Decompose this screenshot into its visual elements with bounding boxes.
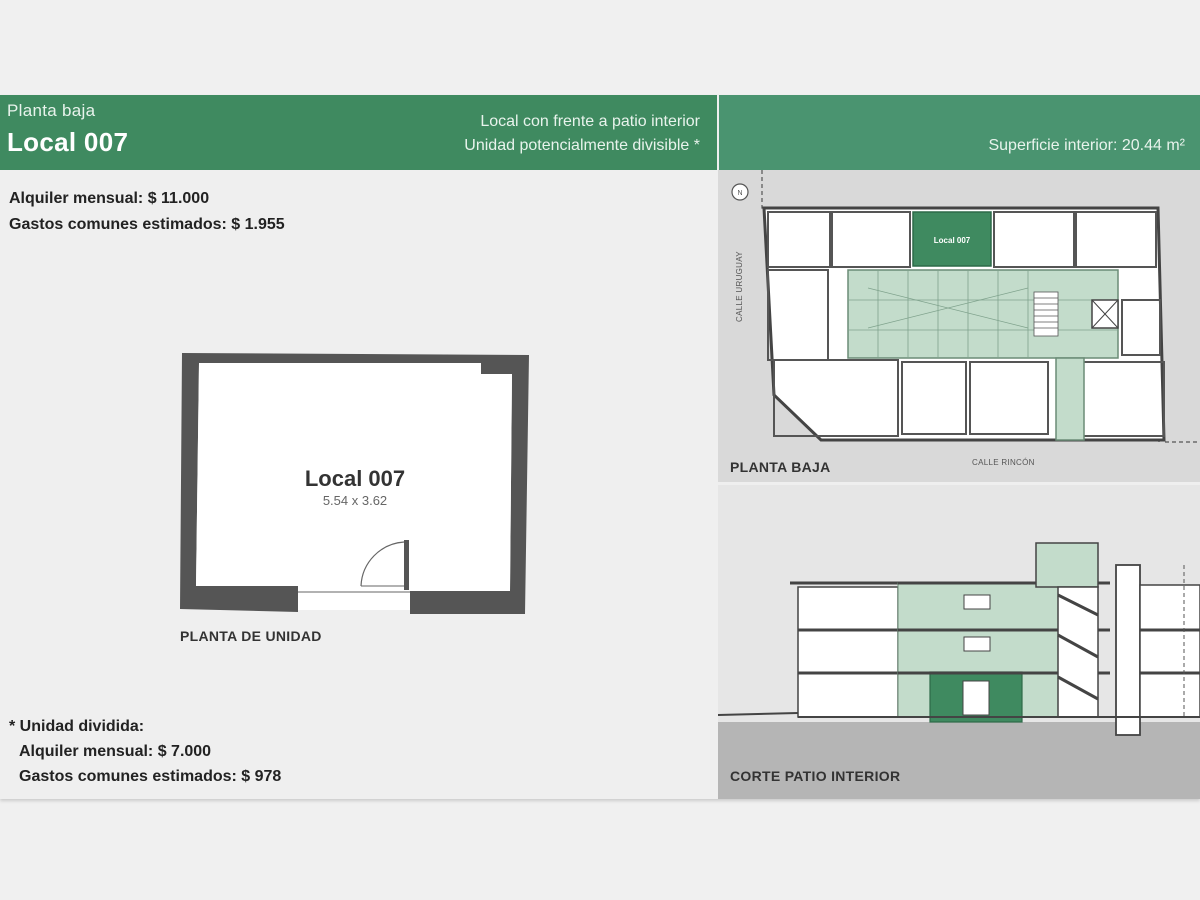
unit-description-2: Unidad potencialmente divisible * <box>464 137 700 154</box>
street-west-label: CALLE URUGUAY <box>734 251 744 322</box>
unit-floor <box>196 363 512 610</box>
header-main: Planta baja Local 007 Local con frente a… <box>0 95 717 170</box>
unit-plan-drawing: Local 007 5.54 x 3.62 <box>180 353 529 614</box>
ground-floor-plan: Local 007 <box>731 170 1200 443</box>
floor-plan-panel: Local 007 <box>718 170 1200 482</box>
unit-plan-dimensions: 5.54 x 3.62 <box>323 493 387 508</box>
wall-outline <box>180 353 529 614</box>
north-icon <box>731 183 749 201</box>
svg-text:N: N <box>737 190 742 197</box>
divided-monthly-rent: Alquiler mensual: $ 7.000 <box>19 743 212 760</box>
unit-description-1: Local con frente a patio interior <box>480 113 700 130</box>
section-panel: CORTE PATIO INTERIOR <box>717 485 1200 799</box>
monthly-rent: Alquiler mensual: $ 11.000 <box>9 190 210 207</box>
interior-surface: Superficie interior: 20.44 m² <box>988 137 1185 154</box>
divided-unit-info: * Unidad dividida: Alquiler mensual: $ 7… <box>9 714 281 789</box>
unit-plan-label: PLANTA DE UNIDAD <box>180 628 322 644</box>
common-expenses: Gastos comunes estimados: $ 1.955 <box>9 216 285 233</box>
pricing-info: Alquiler mensual: $ 11.000 Gastos comune… <box>9 186 285 238</box>
street-south-label: CALLE RINCÓN <box>972 458 1035 467</box>
unit-title: Local 007 <box>7 127 129 157</box>
header-side: Superficie interior: 20.44 m² <box>719 95 1200 170</box>
divided-common-expenses: Gastos comunes estimados: $ 978 <box>19 768 282 785</box>
divided-title: * Unidad dividida: <box>9 718 145 735</box>
unit-plan-name: Local 007 <box>305 466 405 491</box>
floor-level: Planta baja <box>7 101 96 120</box>
property-sheet: Planta baja Local 007 Local con frente a… <box>0 95 1200 799</box>
section-label: CORTE PATIO INTERIOR <box>730 768 901 784</box>
door-leaf <box>404 540 409 590</box>
highlighted-unit-label: Local 007 <box>934 236 971 245</box>
door-swing <box>360 541 405 587</box>
interior-courtyard-section <box>717 485 1200 799</box>
door-opening <box>298 591 410 609</box>
floor-plan-label: PLANTA BAJA <box>730 459 831 475</box>
common-area <box>847 269 1119 359</box>
highlighted-unit <box>912 211 992 267</box>
